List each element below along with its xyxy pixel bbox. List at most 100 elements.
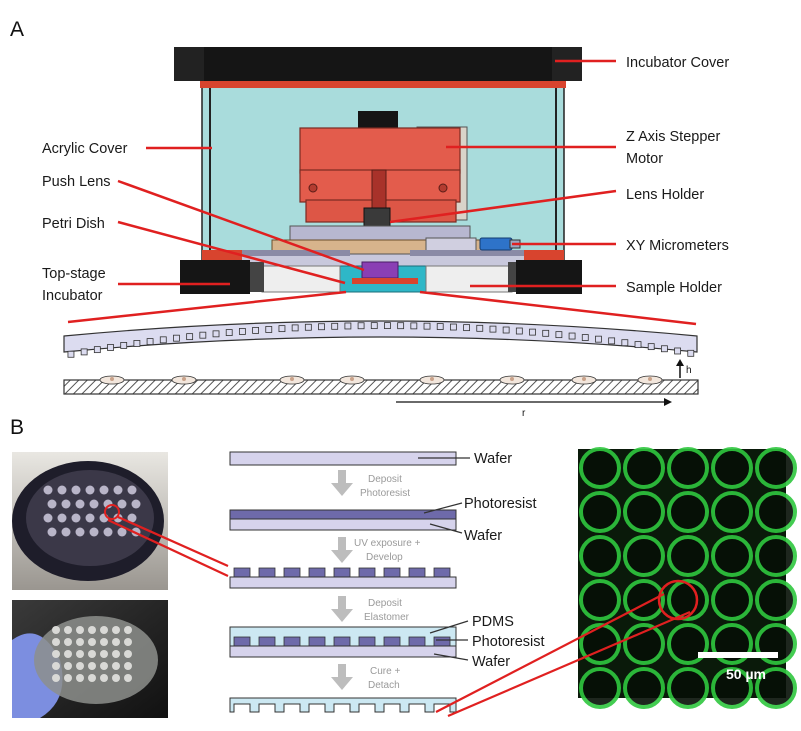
- wafer-dot: [103, 527, 113, 537]
- fluorescent-ring: [579, 535, 621, 577]
- cell-nucleus: [350, 377, 354, 381]
- incubator-cover: [174, 47, 582, 81]
- wafer-dot: [71, 485, 81, 495]
- label-top-stage-line2: Incubator: [42, 288, 103, 304]
- pdms-dot: [124, 626, 132, 634]
- fluorescent-ring: [711, 579, 753, 621]
- photoresist-block: [308, 567, 326, 578]
- photoresist-block: [258, 636, 276, 647]
- micropillar: [344, 322, 352, 330]
- micropillar: [238, 328, 246, 335]
- fluorescent-ring: [667, 623, 709, 665]
- incubator-apparatus: [174, 47, 582, 294]
- wafer-layer-2: [229, 576, 457, 589]
- wafer-dot: [85, 513, 95, 523]
- photoresist-block: [283, 567, 301, 578]
- fluorescent-ring: [579, 579, 621, 621]
- pdms-dot: [64, 662, 72, 670]
- micropillar: [568, 332, 576, 340]
- z-axis-stepper-motor: [299, 127, 461, 223]
- photoresist-pattern-2: [233, 567, 451, 578]
- micropillar: [278, 325, 286, 333]
- fluorescent-ring: [623, 667, 665, 709]
- micropillar: [291, 324, 299, 332]
- step1-line1: Deposit: [368, 474, 402, 485]
- cells: [99, 375, 663, 385]
- micropillar: [687, 349, 695, 357]
- photoresist-block: [358, 567, 376, 578]
- wafer-dot: [61, 527, 71, 537]
- fluorescent-ring: [711, 535, 753, 577]
- micropillar: [660, 345, 668, 353]
- pdms-dot: [64, 674, 72, 682]
- micropillar: [595, 335, 602, 343]
- top-stage-incubator-left: [180, 260, 250, 294]
- scale-bar: [698, 652, 778, 658]
- process-leaders: [418, 457, 470, 661]
- fluorescent-ring: [667, 667, 709, 709]
- motor-top-block: [358, 111, 398, 130]
- pdms-dot: [100, 650, 108, 658]
- wafer-dot: [43, 485, 53, 495]
- pdms-dot: [88, 626, 96, 634]
- fluorescent-ring: [755, 579, 797, 621]
- fluorescent-ring: [667, 579, 709, 621]
- pdms-dot: [52, 626, 60, 634]
- micropillar: [555, 331, 563, 339]
- wafer-dot: [131, 499, 141, 509]
- pdms-dot: [124, 662, 132, 670]
- micropillar: [449, 323, 457, 331]
- fluorescence-micrograph: 50 µm: [578, 447, 797, 709]
- step2-line1: UV exposure +: [354, 538, 421, 549]
- top-stage-incubator-right: [516, 260, 582, 294]
- fluorescent-ring: [755, 667, 797, 709]
- pdms-dot: [124, 674, 132, 682]
- micropillar: [608, 337, 616, 345]
- wafer-dot: [89, 527, 99, 537]
- label-petri-dish: Petri Dish: [42, 216, 105, 232]
- micropillar: [476, 324, 484, 332]
- pdms-dot: [112, 674, 120, 682]
- substrate: [63, 379, 699, 395]
- step3-line1: Deposit: [368, 598, 402, 609]
- pdms-dot: [88, 662, 96, 670]
- micropillar: [384, 322, 391, 330]
- cell-nucleus: [510, 377, 514, 381]
- pdms-dot: [112, 662, 120, 670]
- cell-nucleus: [430, 377, 434, 381]
- push-lens: [361, 261, 399, 279]
- step2-line2: Develop: [366, 552, 403, 563]
- micropillar: [146, 338, 154, 345]
- photoresist-block: [333, 567, 351, 578]
- photoresist-block: [233, 636, 251, 647]
- micropillar: [265, 326, 273, 333]
- pdms-dot: [88, 638, 96, 646]
- wafer-dot: [103, 499, 113, 509]
- micropillar: [502, 326, 510, 334]
- photoresist-block: [233, 567, 251, 578]
- label-incubator-cover: Incubator Cover: [626, 55, 729, 71]
- micropillar: [489, 325, 497, 333]
- micropillar: [318, 323, 325, 331]
- wafer-dot: [47, 499, 57, 509]
- pdms-disc: [34, 616, 158, 704]
- label-sample-holder: Sample Holder: [626, 280, 722, 296]
- step1-line2: Photoresist: [360, 488, 410, 499]
- pdms-dot: [112, 638, 120, 646]
- label-acrylic-cover: Acrylic Cover: [42, 141, 128, 157]
- fluorescent-ring: [667, 491, 709, 533]
- wafer-dot: [99, 485, 109, 495]
- micropillar: [397, 322, 405, 330]
- fluorescent-ring: [623, 535, 665, 577]
- panel-label-b: B: [10, 416, 24, 439]
- photoresist-block: [383, 636, 401, 647]
- fluorescent-ring: [755, 491, 797, 533]
- micropillar: [331, 322, 339, 330]
- wafer-dot: [47, 527, 57, 537]
- pdms-dot: [112, 626, 120, 634]
- pdms-dot: [64, 638, 72, 646]
- callout-lines-b: [107, 515, 691, 718]
- photoresist-block: [308, 636, 326, 647]
- micropillar: [107, 344, 114, 351]
- callout-lines-a: [67, 59, 697, 326]
